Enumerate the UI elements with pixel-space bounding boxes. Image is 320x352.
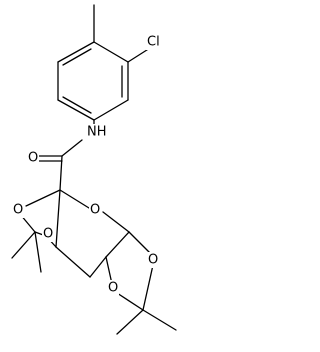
bond-c1-oacetal-right bbox=[128, 231, 151, 254]
o-carbonyl-label: O bbox=[28, 151, 38, 166]
bond-aryl-cl bbox=[127, 47, 151, 63]
o-acetal-right-label: O bbox=[148, 253, 158, 268]
bond-oacetal-right-cq bbox=[142, 264, 154, 311]
bond-cq-methyl-1 bbox=[11, 231, 36, 259]
o-inner-label: O bbox=[43, 227, 53, 242]
o-inner-label-bg bbox=[42, 226, 54, 242]
o-left-label-bg bbox=[12, 202, 24, 218]
bond-ring-a3-inner bbox=[62, 96, 92, 114]
bond-c2-c3 bbox=[89, 256, 107, 278]
o-left-label: O bbox=[13, 203, 23, 218]
o-acetal-left-label-bg bbox=[107, 280, 119, 296]
bond-cq2-methyl-2 bbox=[142, 309, 177, 331]
bond-carbonyl-c5 bbox=[59, 155, 63, 191]
bond-cq2-methyl-1 bbox=[116, 309, 144, 335]
nh-label-bg bbox=[85, 124, 109, 140]
bond-c3-c4 bbox=[55, 246, 91, 278]
bond-oacetal-left-cq bbox=[116, 292, 144, 311]
bond-oring-c1 bbox=[102, 211, 130, 233]
o-ring-label-bg bbox=[89, 202, 101, 218]
bond-c1-c2 bbox=[105, 231, 130, 258]
bond-nh-carbonyl bbox=[61, 139, 83, 157]
bonds bbox=[11, 4, 177, 335]
bond-c2-oacetal-left bbox=[105, 256, 113, 285]
bond-ring-a1-inner bbox=[62, 48, 92, 66]
o-acetal-left-label: O bbox=[108, 281, 118, 296]
bond-c5-oleft bbox=[25, 189, 61, 207]
bond-ring-a3 bbox=[57, 99, 95, 121]
bond-ring-a1 bbox=[57, 41, 95, 63]
bond-ring-a4 bbox=[93, 99, 129, 121]
cl-label: Cl bbox=[147, 35, 160, 50]
molecule-structure: Cl NH O O O O O O bbox=[11, 4, 177, 335]
bond-ring-a6 bbox=[93, 41, 129, 63]
atom-labels: Cl NH O O O O O O bbox=[12, 34, 168, 296]
bond-cq-methyl-2 bbox=[34, 231, 42, 273]
o-carbonyl-label-bg bbox=[27, 150, 39, 166]
o-acetal-right-label-bg bbox=[147, 252, 159, 268]
bond-c5-oring bbox=[59, 189, 90, 209]
o-ring-label: O bbox=[90, 203, 100, 218]
bond-c4-c5 bbox=[55, 189, 61, 248]
nh-label: NH bbox=[87, 125, 107, 140]
cl-label-bg bbox=[146, 34, 168, 50]
